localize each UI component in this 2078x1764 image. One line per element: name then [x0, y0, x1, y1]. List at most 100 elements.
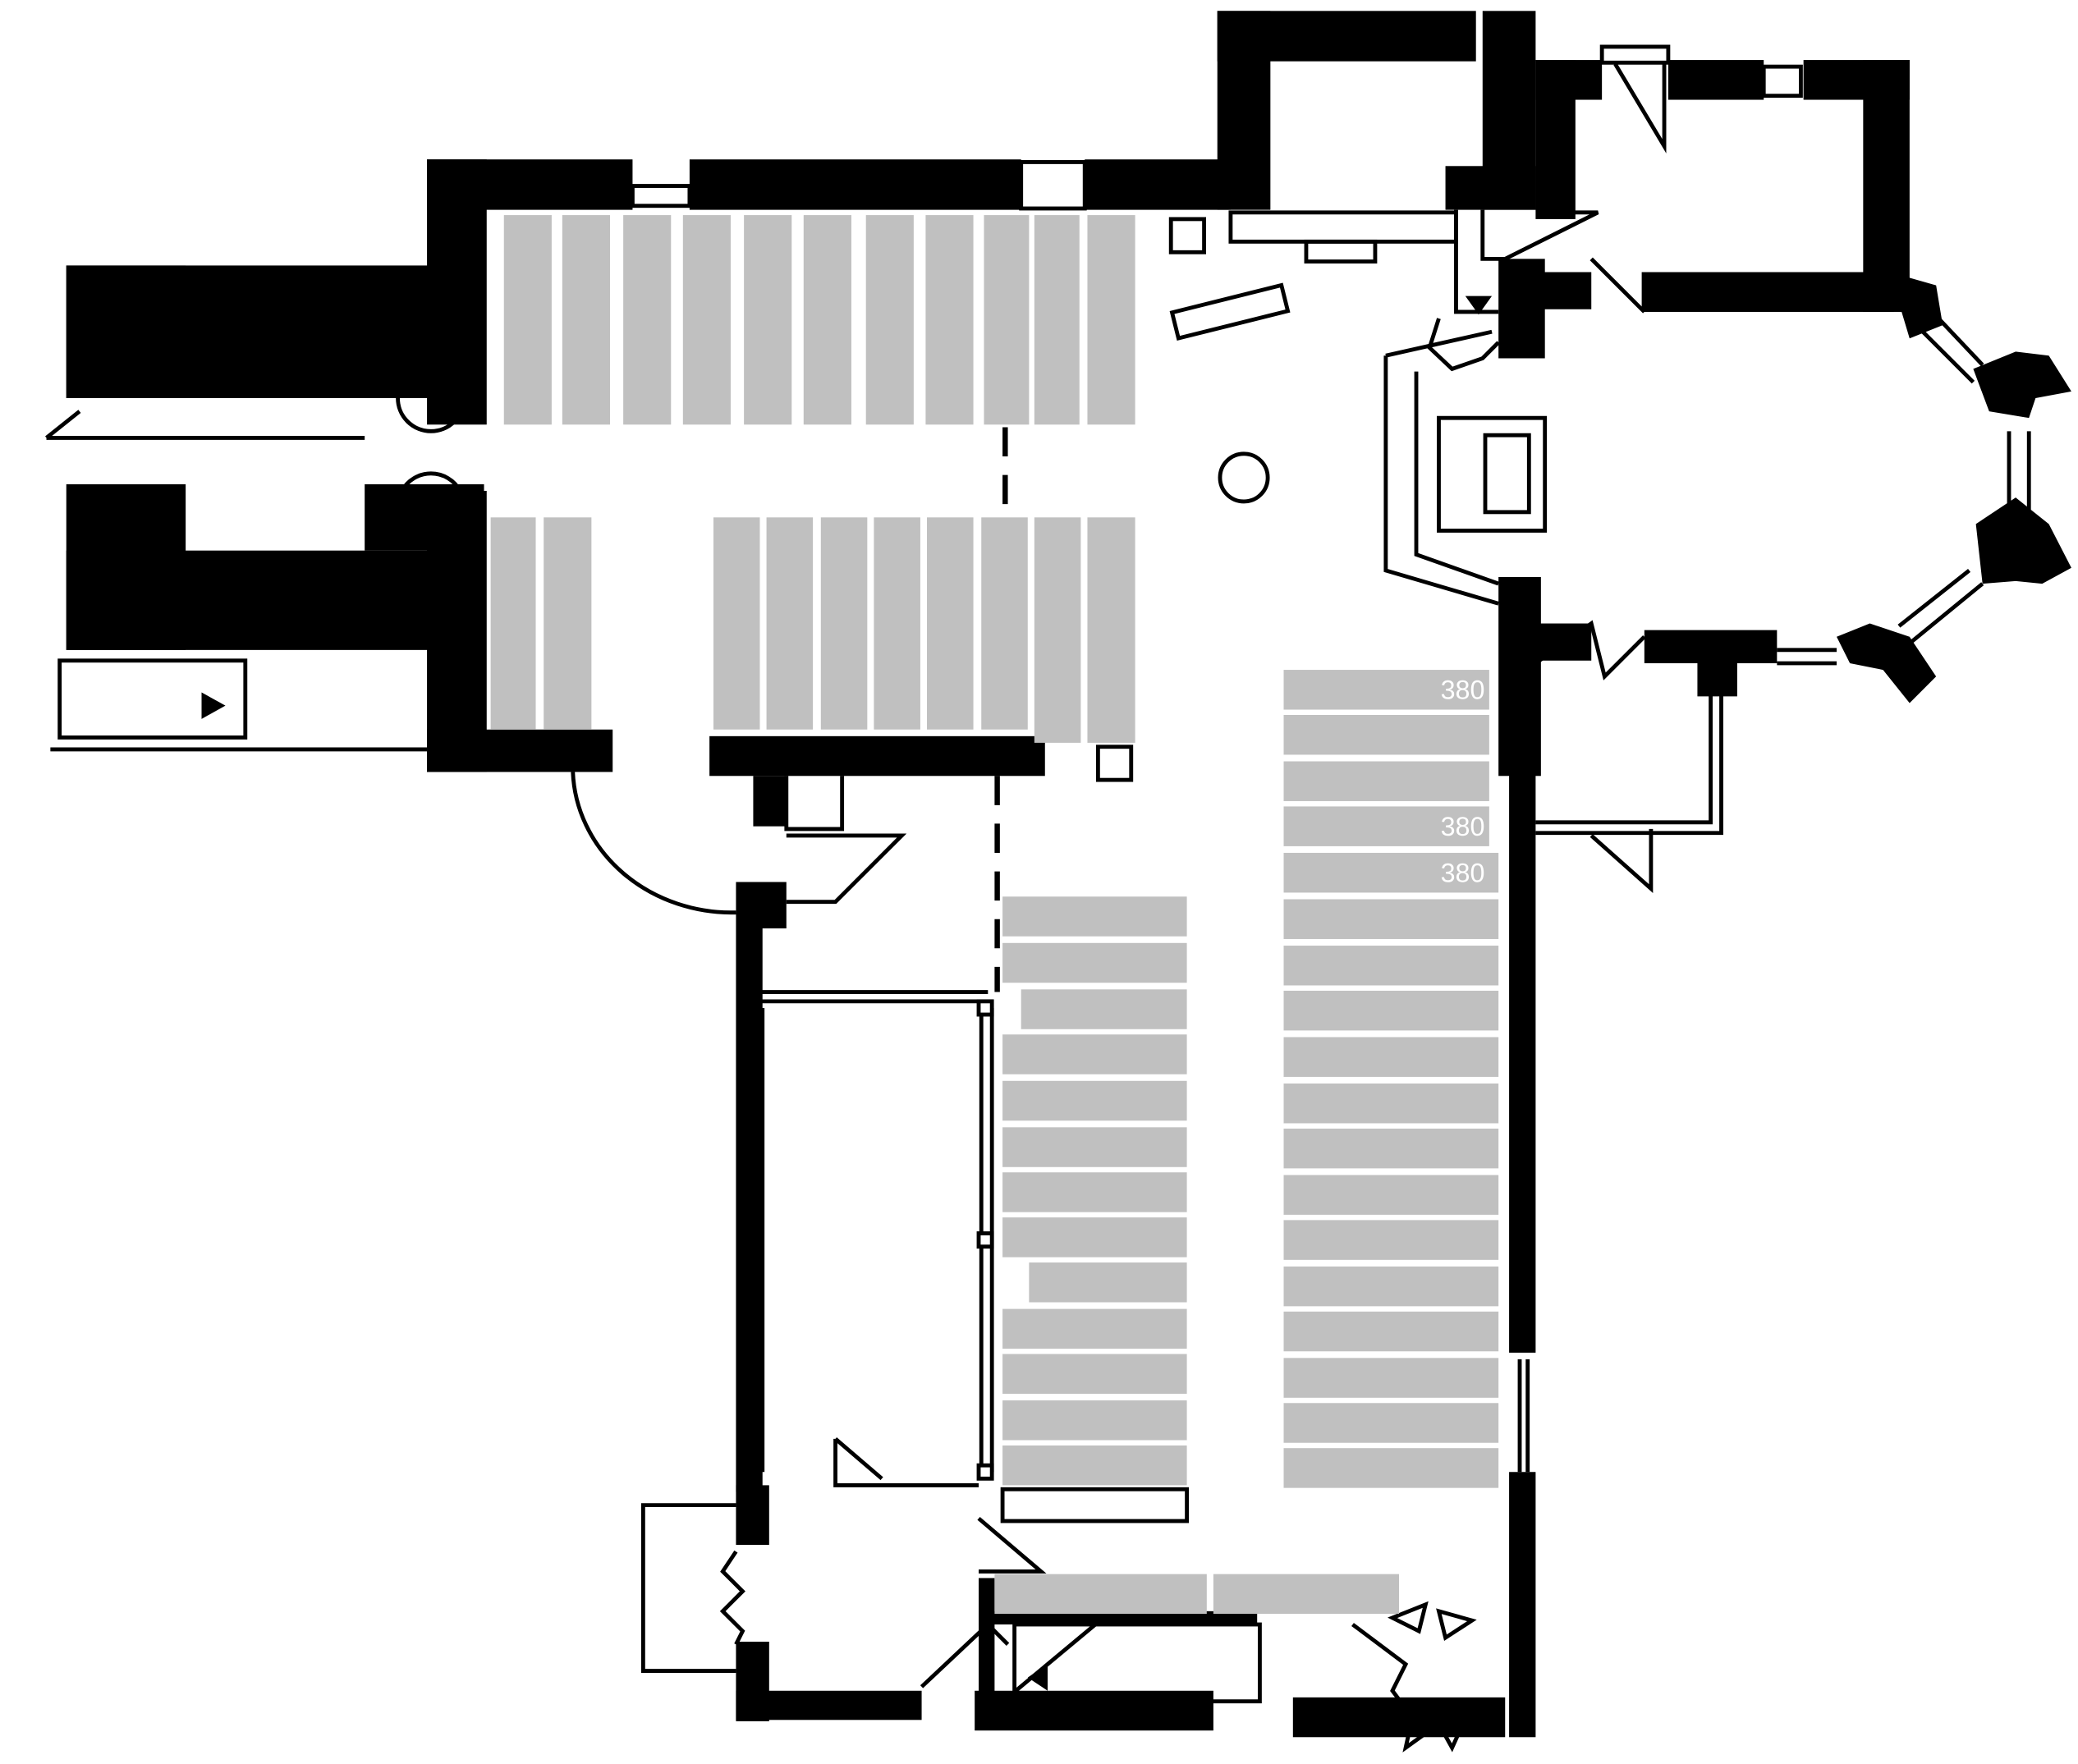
window [1761, 64, 1803, 99]
pulpit [1427, 318, 1500, 372]
wall-segment [1667, 60, 1764, 100]
wall-segment [1535, 60, 1576, 219]
wall-segment [1217, 11, 1476, 62]
font [1218, 451, 1270, 504]
pew [803, 215, 851, 425]
pew [1021, 989, 1187, 1029]
rail [1383, 329, 1499, 606]
wall-segment [1889, 272, 1943, 339]
arrow-right-icon [201, 692, 226, 719]
pew [1283, 990, 1499, 1031]
door-swing [920, 1621, 1010, 1688]
wall-segment [66, 265, 186, 398]
wall-segment [979, 1578, 995, 1698]
window [631, 184, 692, 208]
wall-thin [1535, 662, 1723, 836]
wall-segment [736, 1690, 922, 1720]
post [976, 1463, 994, 1481]
wall-segment [66, 550, 478, 650]
pew [1283, 1403, 1499, 1443]
pew [1002, 896, 1187, 937]
pew [1029, 1262, 1187, 1303]
wall-segment [1975, 497, 2071, 584]
pew [1283, 1084, 1499, 1124]
altar-table [1483, 433, 1531, 515]
pew [1283, 1266, 1499, 1307]
pew [1283, 1220, 1499, 1260]
window [1599, 44, 1671, 65]
pew [1034, 215, 1080, 425]
arrow-down-icon [1465, 296, 1493, 315]
pew [766, 517, 814, 730]
door-swing [396, 397, 466, 433]
wall-segment [427, 159, 633, 210]
window [1517, 1359, 1530, 1473]
door-swing [719, 1550, 745, 1646]
wall-segment [1525, 272, 1592, 309]
pew [1002, 1217, 1187, 1258]
post [976, 999, 994, 1017]
outlines [45, 44, 2031, 1753]
window [1777, 648, 1837, 666]
pew [981, 517, 1028, 730]
pew [503, 215, 552, 425]
pew-label: 380 [1441, 859, 1485, 888]
wall-segment [1498, 577, 1541, 777]
wall-segment [709, 735, 1045, 777]
door-swing [833, 1437, 979, 1487]
door-swing [45, 410, 365, 440]
pew [1002, 1308, 1187, 1349]
pew [1002, 1034, 1187, 1074]
pew-outline [1000, 1487, 1190, 1523]
door-swing [400, 471, 462, 493]
pew [1283, 806, 1489, 846]
table [1169, 282, 1291, 341]
fixture [1095, 745, 1134, 782]
pew [713, 517, 760, 730]
bench [1304, 239, 1378, 264]
door-swing [1534, 620, 1646, 680]
pew [1002, 1127, 1187, 1167]
wall-segment [427, 729, 613, 772]
pew [1283, 1358, 1499, 1398]
pew [1283, 852, 1499, 893]
pew [1283, 1128, 1499, 1169]
pew [1283, 761, 1489, 801]
window [1019, 160, 1087, 211]
window [1921, 314, 1984, 384]
pew [744, 215, 792, 425]
pew [490, 517, 536, 730]
door-swing [571, 772, 736, 915]
stairs [1454, 209, 1599, 314]
wall-segment [979, 1611, 1258, 1625]
door-swing [1351, 1623, 1475, 1753]
door-swing [1589, 257, 1646, 314]
post [976, 1231, 994, 1249]
pew [820, 517, 868, 730]
pew [1002, 942, 1187, 983]
pew [1002, 1172, 1187, 1212]
stair-line [1006, 1596, 1129, 1699]
wall-segment [1973, 351, 2071, 419]
vestibule [784, 776, 907, 905]
fixture [1168, 217, 1207, 254]
pew [1002, 1080, 1187, 1121]
pew [1087, 215, 1135, 425]
pew [1283, 714, 1489, 755]
pew-label: 380 [1441, 676, 1485, 705]
window [2007, 431, 2031, 511]
pew [1283, 1037, 1499, 1077]
wall-segment [1863, 60, 1910, 312]
wall-segment [427, 491, 487, 772]
pew [1283, 1311, 1499, 1352]
wall-segment [753, 882, 787, 929]
altar [1437, 415, 1548, 533]
pew [1283, 1175, 1499, 1215]
door-swing [1613, 62, 1667, 153]
wall-segment [689, 159, 1021, 210]
pew [544, 517, 592, 730]
pew [1002, 1400, 1187, 1441]
pew [994, 1574, 1207, 1615]
stair [1012, 1622, 1262, 1704]
